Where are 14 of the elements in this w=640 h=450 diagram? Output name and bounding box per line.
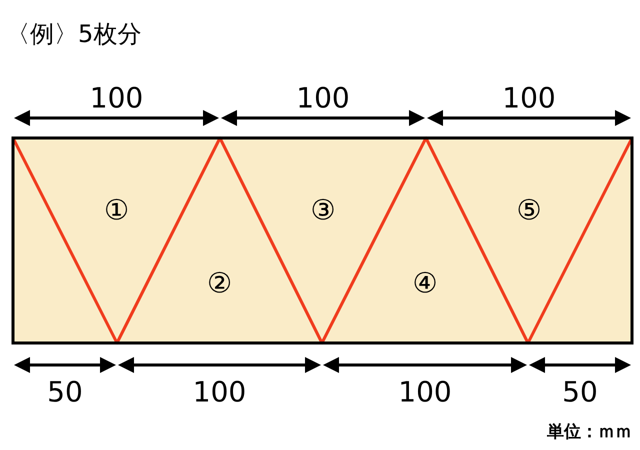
- dimension-label: 50: [47, 376, 83, 408]
- dimension-label: 50: [562, 376, 598, 408]
- dimension-label: 100: [192, 376, 246, 408]
- unit-note: 単位：ｍｍ: [547, 421, 632, 443]
- dimension-label: 100: [398, 376, 452, 408]
- title: 〈例〉5枚分: [6, 19, 142, 50]
- part-number: ⑤: [516, 194, 542, 226]
- part-number: ③: [310, 194, 336, 226]
- part-number: ④: [412, 266, 438, 300]
- dimension-label: 100: [502, 82, 556, 114]
- part-number: ①: [104, 194, 130, 226]
- dimension-label: 100: [90, 82, 144, 114]
- dimension-label: 100: [296, 82, 350, 114]
- part-number: ②: [206, 266, 232, 300]
